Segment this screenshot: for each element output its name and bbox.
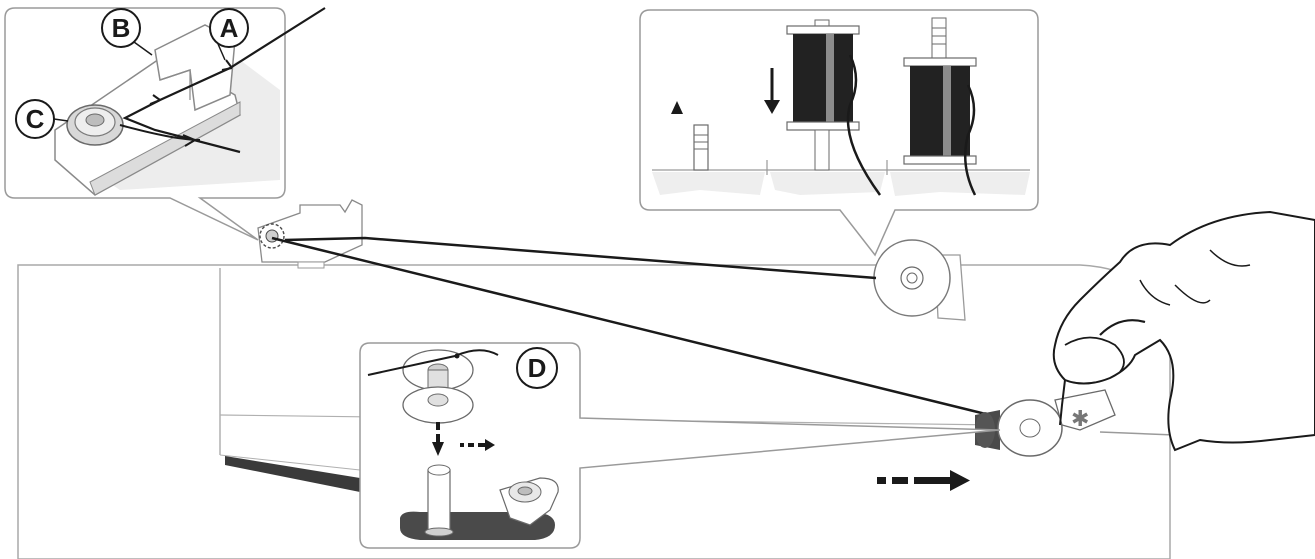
dashed-arrow-icon	[877, 470, 970, 491]
callout-d: D	[516, 347, 558, 389]
callout-b: B	[101, 8, 141, 48]
callout-b-label: B	[112, 13, 131, 43]
inset-thread-guide: A B C	[4, 7, 326, 241]
star-icon: ✱	[1071, 407, 1089, 432]
thread-spool-icon	[786, 19, 882, 196]
callout-c: C	[15, 99, 55, 139]
inset-spool-pin	[639, 9, 1039, 257]
thread-spool-icon	[903, 17, 977, 196]
machine-thread-guide	[257, 199, 363, 269]
callout-a: A	[209, 8, 249, 48]
callout-d-label: D	[528, 353, 547, 383]
callout-a-label: A	[220, 13, 239, 43]
inset-bobbin-winder: D	[359, 342, 1001, 549]
hand-icon	[1052, 210, 1315, 452]
callout-c-label: C	[26, 104, 45, 134]
thread-path	[271, 236, 1011, 422]
machine-spool	[873, 239, 966, 321]
bobbin-icon: ✱	[975, 389, 1116, 457]
